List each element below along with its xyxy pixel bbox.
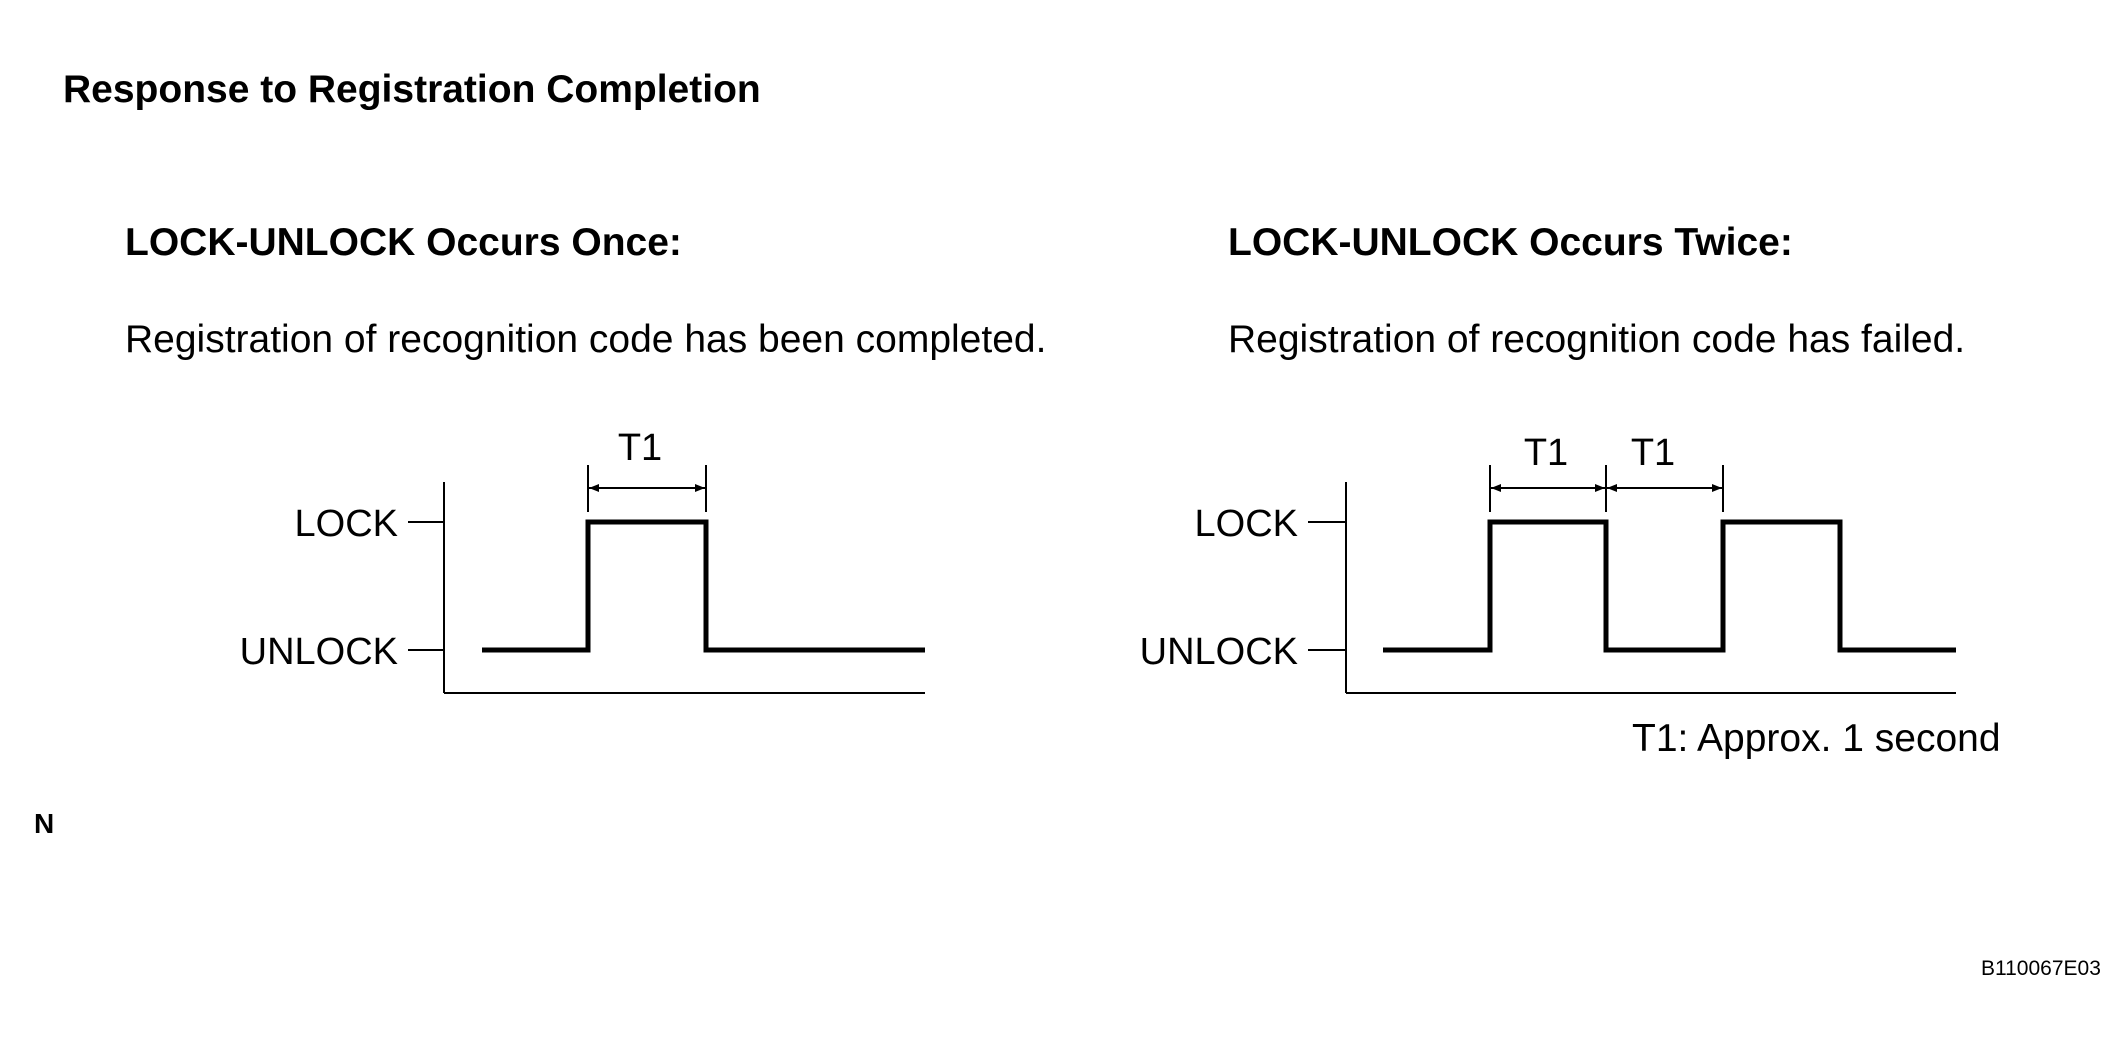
figure-code: B110067E03 [1981,957,2101,980]
panel-twice-t1-label-1: T1 [1524,432,1568,474]
panel-once-description: Registration of recognition code has bee… [125,318,1047,361]
panel-once-heading: LOCK-UNLOCK Occurs Once: [125,221,682,264]
panel-once-t1-label: T1 [618,427,662,469]
panel-once-waveform: LOCK UNLOCK T1 [240,427,925,694]
panel-twice-lock-label: LOCK [1195,503,1298,545]
panel-once-signal [482,519,925,653]
panel-twice-description: Registration of recognition code has fai… [1228,318,1966,361]
panel-twice-t1-label-2: T1 [1631,432,1675,474]
panel-once-unlock-label: UNLOCK [240,631,398,673]
corner-mark: N [34,808,55,839]
panel-once-lock-label: LOCK [295,503,398,545]
timing-note: T1: Approx. 1 second [1632,717,2001,760]
panel-twice-signal [1383,519,1956,653]
panel-twice-heading: LOCK-UNLOCK Occurs Twice: [1228,221,1793,264]
page-title: Response to Registration Completion [63,68,761,111]
panel-twice-unlock-label: UNLOCK [1140,631,1298,673]
panel-twice-waveform: LOCK UNLOCK T1 T1 [1140,432,1956,694]
